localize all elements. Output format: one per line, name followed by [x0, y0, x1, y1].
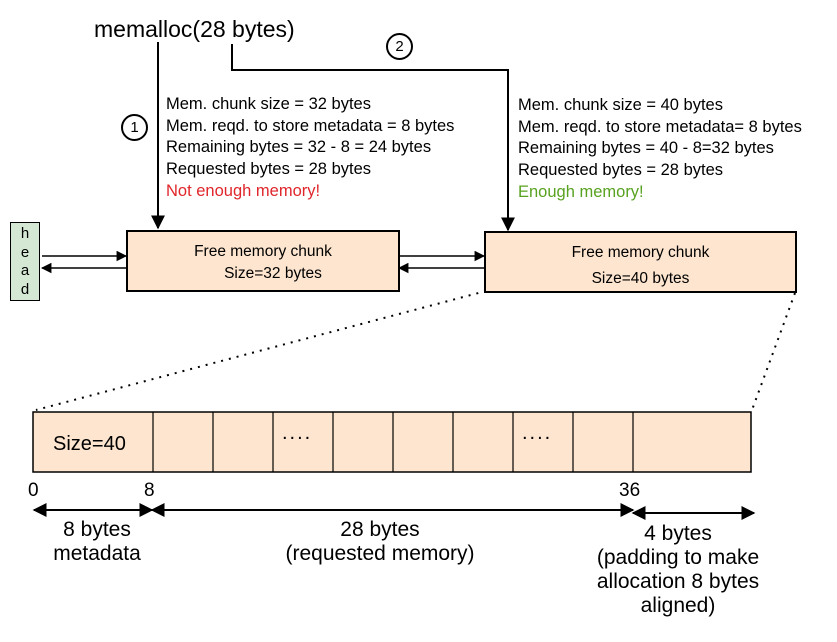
header-cell-size: Size=40	[53, 433, 126, 455]
step-1-badge: 1	[121, 114, 148, 141]
chunk1-info-line: Remaining bytes = 32 - 8 = 24 bytes	[166, 138, 432, 157]
head-letter: a	[20, 262, 30, 280]
chunk2-title: Free memory chunk	[571, 244, 710, 261]
chunk1-info-line: Mem. reqd. to store metadata = 8 bytes	[166, 116, 455, 135]
chunk2-size: Size=40 bytes	[591, 270, 690, 287]
zoom-line-right	[751, 292, 796, 411]
cell-ellipsis: ....	[282, 422, 313, 444]
head-letter: d	[20, 280, 30, 298]
chunk2-info-line: Requested bytes = 28 bytes	[518, 161, 724, 180]
chunk1-verdict: Not enough memory!	[166, 181, 321, 200]
zoom-line-left	[35, 290, 487, 411]
chunk2-info-line: Mem. chunk size = 40 bytes	[518, 96, 723, 114]
span-label-line: (requested memory)	[285, 542, 475, 565]
span-label-line: 8 bytes	[63, 518, 131, 541]
chunk1-title: Free memory chunk	[194, 243, 332, 260]
memory-cell-dividers	[152, 412, 634, 472]
span-label-line: (padding to make	[596, 546, 760, 569]
step-2-arrow	[231, 44, 515, 232]
metadata-span-label: 8 bytes metadata	[32, 518, 162, 566]
offset-label: 0	[28, 480, 39, 501]
chunk1-info-line: Mem. chunk size = 32 bytes	[166, 95, 371, 113]
chunk2-info: Mem. chunk size = 40 bytes Mem. reqd. to…	[518, 95, 802, 204]
step-2-badge: 2	[386, 33, 413, 60]
memory-layout-row	[32, 411, 752, 473]
chunk2-verdict: Enough memory!	[518, 182, 644, 201]
chunk2-info-line: Remaining bytes = 40 - 8=32 bytes	[518, 139, 774, 158]
span-label-line: allocation 8 bytes	[596, 570, 760, 593]
chunk2-info-line: Mem. reqd. to store metadata= 8 bytes	[518, 117, 802, 136]
span-label-line: metadata	[53, 542, 141, 565]
span-label-line: 4 bytes	[644, 522, 712, 545]
cell-ellipsis: ....	[522, 422, 553, 444]
head-letter: e	[20, 243, 30, 261]
chunk1-info-line: Requested bytes = 28 bytes	[166, 160, 372, 179]
padding-span-label: 4 bytes (padding to make allocation 8 by…	[576, 522, 780, 618]
offset-label: 36	[619, 480, 641, 501]
chunk1-info: Mem. chunk size = 32 bytes Mem. reqd. to…	[166, 94, 454, 203]
free-chunk-2: Free memory chunk Size=40 bytes	[484, 231, 797, 293]
offset-label: 8	[144, 480, 155, 501]
memalloc-call-label: memalloc(28 bytes)	[94, 16, 295, 42]
free-chunk-1: Free memory chunk Size=32 bytes	[126, 230, 400, 292]
requested-span-label: 28 bytes (requested memory)	[260, 518, 500, 566]
head-letter: h	[20, 225, 30, 242]
chunk1-size: Size=32 bytes	[224, 265, 322, 282]
span-label-line: 28 bytes	[340, 518, 420, 541]
head-node: h e a d	[10, 222, 40, 301]
span-label-line: aligned)	[640, 594, 716, 617]
